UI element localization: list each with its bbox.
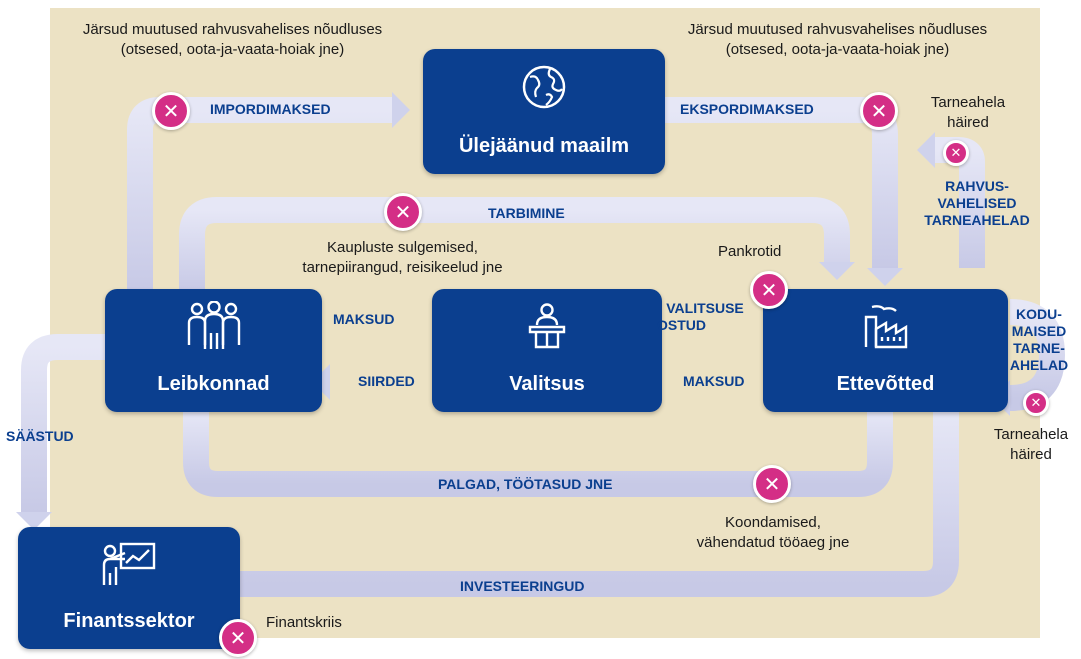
disruption-consumption-icon: ✕: [384, 193, 422, 231]
arrowhead-savings: [16, 512, 52, 530]
node-government: Valitsus: [432, 289, 662, 412]
disruption-dom-supply-icon: ✕: [1023, 390, 1049, 416]
people-icon: [187, 301, 240, 349]
note-bankruptcies: Pankrotid: [718, 243, 782, 260]
arrowhead-intl-supply: [917, 132, 935, 168]
flow-label-exports: EKSPORDIMAKSED: [680, 101, 814, 117]
globe-icon: [522, 65, 566, 109]
podium-icon: [528, 303, 566, 349]
flow-label-line: OSTUD: [657, 317, 706, 333]
flow-label-line: VALITSUSE: [666, 300, 744, 316]
arrow-consumption: [179, 197, 850, 292]
disruption-financial-icon: ✕: [219, 619, 257, 657]
arrow-wages: [183, 412, 893, 497]
note-demand-right: Järsud muutused rahvusvahelises nõudluse…: [665, 20, 1010, 60]
disruption-intl-supply-icon: ✕: [943, 140, 969, 166]
flow-label-intl-supply: RAHVUS- VAHELISED TARNEAHELAD: [917, 178, 1037, 229]
arrow-investment: [240, 412, 959, 597]
note-line: Järsud muutused rahvusvahelises nõudluse…: [82, 21, 383, 38]
node-rest-of-world: Ülejäänud maailm: [423, 49, 665, 174]
node-title: Ülejäänud maailm: [458, 135, 630, 157]
flow-label-line: TARNEAHELAD: [924, 212, 1030, 228]
node-title: Finantssektor: [63, 610, 195, 632]
presentation-icon: [102, 542, 156, 585]
node-title: Ettevõtted: [836, 373, 935, 395]
arrowhead-exports: [867, 268, 903, 286]
arrowhead-consumption: [819, 262, 855, 280]
flow-label-line: MAISED: [1011, 323, 1067, 339]
note-line: Koondamised,: [725, 514, 821, 531]
flow-label-taxes-firms: MAKSUD: [683, 373, 745, 389]
flow-label-line: AHELAD: [1009, 357, 1069, 373]
flow-label-line: RAHVUS-: [945, 178, 1009, 194]
flow-label-line: TARNE-: [1013, 340, 1065, 356]
flow-label-taxes-households: MAKSUD: [333, 311, 395, 327]
disruption-imports-icon: ✕: [152, 92, 190, 130]
note-line: Tarneahela: [930, 94, 1006, 111]
flow-label-transfers: SIIRDED: [358, 373, 415, 389]
flow-label-consumption: TARBIMINE: [488, 205, 565, 221]
note-line: (otsesed, oota-ja-vaata-hoiak jne): [725, 41, 950, 58]
flow-label-investment: INVESTEERINGUD: [460, 578, 585, 594]
note-demand-left: Järsud muutused rahvusvahelises nõudluse…: [60, 20, 405, 60]
flow-label-dom-supply: KODU- MAISED TARNE- AHELAD: [1003, 306, 1075, 374]
note-line: Tarneahela: [993, 426, 1069, 443]
note-supply-bottom: Tarneahela häired: [985, 425, 1077, 465]
note-line: (otsesed, oota-ja-vaata-hoiak jne): [120, 41, 345, 58]
flow-label-line: KODU-: [1016, 306, 1062, 322]
note-line: Kaupluste sulgemised,: [327, 239, 478, 256]
disruption-exports-icon: ✕: [860, 92, 898, 130]
node-title: Leibkonnad: [157, 373, 270, 395]
note-supply-top: Tarneahela häired: [928, 93, 1008, 133]
note-line: häired: [947, 114, 989, 131]
note-shops: Kaupluste sulgemised, tarnepiirangud, re…: [270, 238, 535, 278]
note-line: Järsud muutused rahvusvahelises nõudluse…: [687, 21, 988, 38]
note-financial-crisis: Finantskriis: [266, 614, 342, 631]
arrowhead-imports: [392, 92, 410, 128]
flow-label-line: VAHELISED: [937, 195, 1017, 211]
node-financial-sector: Finantssektor: [18, 527, 240, 649]
note-layoffs: Koondamised, vähendatud tööaeg jne: [668, 513, 878, 553]
flow-label-savings: SÄÄSTUD: [6, 428, 74, 444]
note-line: vähendatud tööaeg jne: [696, 534, 850, 551]
note-line: häired: [1010, 446, 1052, 463]
node-firms: Ettevõtted: [763, 289, 1008, 412]
disruption-bankruptcies-icon: ✕: [750, 271, 788, 309]
factory-icon: [864, 305, 907, 349]
node-households: Leibkonnad: [105, 289, 322, 412]
note-line: tarnepiirangud, reisikeelud jne: [302, 259, 503, 276]
disruption-wages-icon: ✕: [753, 465, 791, 503]
flow-label-imports: IMPORDIMAKSED: [210, 101, 331, 117]
flow-label-gov-purchases: VALITSUSE OSTUD: [655, 300, 755, 334]
node-title: Valitsus: [509, 373, 585, 395]
arrow-savings: [21, 334, 105, 512]
flow-label-wages: PALGAD, TÖÖTASUD JNE: [438, 476, 613, 492]
